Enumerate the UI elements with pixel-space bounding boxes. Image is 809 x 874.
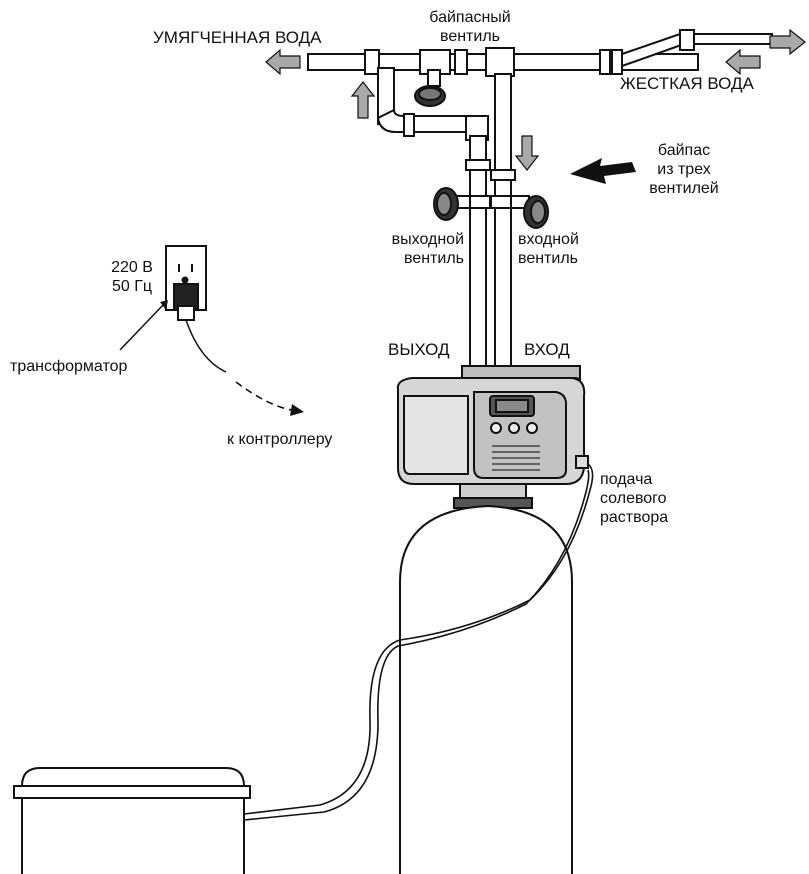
inlet-valve-label-line2: вентиль xyxy=(518,250,578,267)
three-valve-bypass-line2: из трех xyxy=(657,161,711,178)
outlet-valve-label-line2: вентиль xyxy=(404,250,464,267)
up-arrow xyxy=(350,81,376,119)
controller-wire-dashed xyxy=(235,381,293,411)
brine-label-line3: раствора xyxy=(600,509,669,526)
controller-head xyxy=(396,365,589,509)
main-pipe xyxy=(307,47,699,77)
outlet-riser xyxy=(376,67,491,369)
outlet-valve xyxy=(433,187,471,221)
power-spec-label: 220 В 50 Гц xyxy=(100,258,164,296)
hard-water-label: ЖЕСТКАЯ ВОДА xyxy=(620,74,754,93)
three-valve-bypass-label: байпас из трех вентилей xyxy=(634,141,734,198)
softener-tank xyxy=(399,504,573,874)
down-arrow xyxy=(514,135,540,171)
brine-label-line1: подача xyxy=(600,471,653,488)
bypass-valve-label: байпасный вентиль xyxy=(420,8,520,46)
inlet-valve-label: входной вентиль xyxy=(518,230,579,268)
to-controller-label: к контроллеру xyxy=(227,431,333,448)
bypass-valve-label-line2: вентиль xyxy=(440,28,500,45)
brine-tank xyxy=(13,767,251,874)
inlet-valve xyxy=(510,195,549,229)
wall-outlet xyxy=(165,245,207,321)
three-valve-bypass-line3: вентилей xyxy=(649,180,719,197)
outlet-valve-label: выходной вентиль xyxy=(370,230,464,268)
transformer-cord xyxy=(185,319,227,373)
transformer-label: трансформатор xyxy=(10,358,128,375)
bypass-valve xyxy=(414,49,451,107)
outlet-valve-label-line1: выходной xyxy=(391,231,464,248)
hard-water-split-pipe xyxy=(621,29,773,68)
brine-line xyxy=(243,463,594,821)
hard-water-out-arrow xyxy=(769,28,806,56)
voltage-label: 220 В xyxy=(111,259,153,276)
brine-supply-label: подача солевого раствора xyxy=(600,470,668,527)
outlet-label: ВЫХОД xyxy=(388,340,450,359)
inlet-riser xyxy=(490,73,516,369)
inlet-valve-label-line1: входной xyxy=(518,231,579,248)
inlet-label: ВХОД xyxy=(524,340,570,359)
brine-label-line2: солевого xyxy=(600,490,667,507)
three-valve-bypass-pointer xyxy=(570,158,636,184)
transformer-pointer xyxy=(119,303,165,351)
hard-water-in-arrow xyxy=(725,48,761,76)
soft-water-arrow xyxy=(265,48,301,76)
flow-arrows xyxy=(265,28,806,171)
soft-water-label: УМЯГЧЕННАЯ ВОДА xyxy=(153,28,322,47)
three-valve-bypass-line1: байпас xyxy=(657,142,711,159)
frequency-label: 50 Гц xyxy=(111,278,153,295)
bypass-valve-label-line1: байпасный xyxy=(429,9,511,26)
